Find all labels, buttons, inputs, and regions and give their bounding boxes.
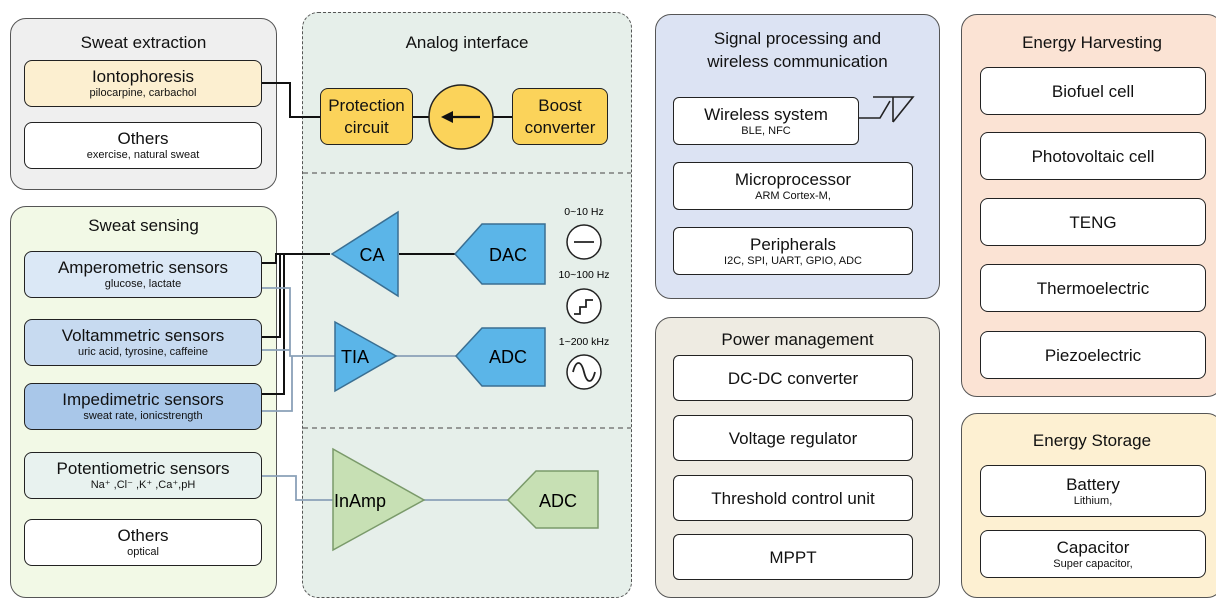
capacitor-box: Capacitor Super capacitor,	[980, 530, 1206, 578]
battery-label: Battery	[1066, 474, 1120, 494]
battery-sub: Lithium,	[1073, 494, 1113, 507]
protection-circuit-line2: circuit	[344, 118, 389, 137]
antenna-icon	[873, 96, 915, 123]
energy-storage-title: Energy Storage	[1032, 431, 1152, 450]
amperometric-sub: glucose, lactate	[104, 278, 182, 290]
voltammetric-sensors-box: Voltammetric sensors uric acid, tyrosine…	[24, 319, 262, 366]
biofuel-cell-label: Biofuel cell	[1051, 81, 1135, 101]
boost-converter-block: Boost converter	[512, 88, 608, 145]
signal-processing-title-line2: wireless communication	[707, 52, 888, 71]
amperometric-sensors-box: Amperometric sensors glucose, lactate	[24, 251, 262, 298]
peripherals-label: Peripherals	[750, 234, 836, 254]
thermoelectric-box: Thermoelectric	[980, 264, 1206, 312]
biofuel-cell-box: Biofuel cell	[980, 67, 1206, 115]
staircase-icon	[566, 288, 602, 324]
signal-processing-title-line1: Signal processing and	[713, 29, 882, 48]
voltage-regulator-box: Voltage regulator	[673, 415, 913, 461]
sweat-sensing-title: Sweat sensing	[88, 216, 199, 235]
impedimetric-label: Impedimetric sensors	[62, 390, 224, 409]
ca-label: CA	[359, 245, 384, 265]
voltammetric-label: Voltammetric sensors	[61, 326, 225, 345]
protection-circuit-line1: Protection	[328, 96, 405, 115]
amperometric-tia-wire	[262, 287, 335, 357]
teng-label: TENG	[1069, 212, 1117, 232]
capacitor-sub: Super capacitor,	[1053, 557, 1133, 570]
boost-converter-line1: Boost	[538, 96, 582, 115]
battery-box: Battery Lithium,	[980, 465, 1206, 517]
threshold-control-unit-label: Threshold control unit	[711, 488, 875, 508]
amperometric-ca-wire	[262, 253, 330, 264]
adc-block	[454, 327, 546, 387]
impedimetric-sub: sweat rate, ionicstrength	[83, 410, 203, 422]
peripherals-box: Peripherals I2C, SPI, UART, GPIO, ADC	[673, 227, 913, 275]
iontophoresis-label: Iontophoresis	[91, 67, 195, 86]
tia-amplifier	[334, 320, 398, 393]
photovoltaic-cell-label: Photovoltaic cell	[1031, 146, 1155, 166]
dc-dc-converter-box: DC-DC converter	[673, 355, 913, 401]
wireless-system-sub: BLE, NFC	[741, 124, 791, 137]
impedimetric-tia-wire	[262, 356, 293, 412]
dac-label: DAC	[489, 245, 527, 265]
amperometric-label: Amperometric sensors	[57, 258, 229, 277]
ca-amplifier	[330, 210, 399, 298]
mppt-label: MPPT	[769, 547, 817, 567]
energy-harvesting-title: Energy Harvesting	[1022, 33, 1162, 52]
microprocessor-sub: ARM Cortex-M,	[755, 189, 831, 202]
antenna-wire	[859, 100, 891, 119]
protection-circuit-block: Protection circuit	[320, 88, 413, 145]
peripherals-sub: I2C, SPI, UART, GPIO, ADC	[724, 254, 862, 267]
inamp-amplifier	[332, 447, 426, 552]
thermoelectric-label: Thermoelectric	[1036, 278, 1150, 298]
tia-label: TIA	[341, 347, 369, 367]
piezoelectric-label: Piezoelectric	[1044, 345, 1142, 365]
wireless-system-label: Wireless system	[704, 104, 828, 124]
extraction-others-label: Others	[117, 129, 169, 148]
threshold-control-unit-box: Threshold control unit	[673, 475, 913, 521]
piezoelectric-box: Piezoelectric	[980, 331, 1206, 379]
current-arrow-head	[441, 111, 453, 123]
sensing-others-sub: optical	[127, 546, 159, 558]
capacitor-label: Capacitor	[1056, 537, 1130, 557]
mppt-box: MPPT	[673, 534, 913, 580]
potentiometric-sub: Na⁺ ,Cl⁻ ,K⁺ ,Ca⁺,pH	[90, 479, 196, 491]
adc2-block	[506, 470, 599, 529]
adc2-label: ADC	[539, 491, 577, 511]
iontophoresis-wire	[261, 82, 320, 118]
photovoltaic-cell-box: Photovoltaic cell	[980, 132, 1206, 180]
voltammetric-ca-wire	[262, 254, 281, 338]
waveform-label-1: 0~10 Hz	[564, 206, 603, 218]
boost-converter-line2: converter	[524, 118, 596, 137]
voltammetric-sub: uric acid, tyrosine, caffeine	[77, 346, 209, 358]
microprocessor-box: Microprocessor ARM Cortex-M,	[673, 162, 913, 210]
inamp-label: InAmp	[334, 491, 386, 511]
waveform-label-2: 10~100 Hz	[558, 269, 609, 281]
analog-interface-title: Analog interface	[405, 33, 529, 52]
power-management-title: Power management	[721, 330, 874, 349]
potentiometric-label: Potentiometric sensors	[56, 459, 230, 478]
iontophoresis-sub: pilocarpine, carbachol	[89, 87, 197, 99]
wireless-system-box: Wireless system BLE, NFC	[673, 97, 859, 145]
sensing-others-label: Others	[117, 526, 169, 545]
adc-label: ADC	[489, 347, 527, 367]
extraction-others-box: Others exercise, natural sweat	[24, 122, 262, 169]
iontophoresis-box: Iontophoresis pilocarpine, carbachol	[24, 60, 262, 107]
microprocessor-label: Microprocessor	[734, 169, 852, 189]
potentiometric-sensors-box: Potentiometric sensors Na⁺ ,Cl⁻ ,K⁺ ,Ca⁺…	[24, 452, 262, 499]
voltage-regulator-label: Voltage regulator	[728, 428, 858, 448]
dc-dc-converter-label: DC-DC converter	[727, 368, 859, 388]
teng-box: TENG	[980, 198, 1206, 246]
sensing-others-box: Others optical	[24, 519, 262, 566]
sweat-extraction-title: Sweat extraction	[80, 33, 207, 52]
impedimetric-sensors-box: Impedimetric sensors sweat rate, ionicst…	[24, 383, 262, 430]
dac-block	[453, 223, 546, 285]
impedimetric-ca-wire	[262, 254, 285, 395]
potentiometric-inamp-wire	[262, 475, 333, 501]
extraction-others-sub: exercise, natural sweat	[86, 149, 200, 161]
waveform-label-3: 1~200 kHz	[559, 336, 610, 348]
